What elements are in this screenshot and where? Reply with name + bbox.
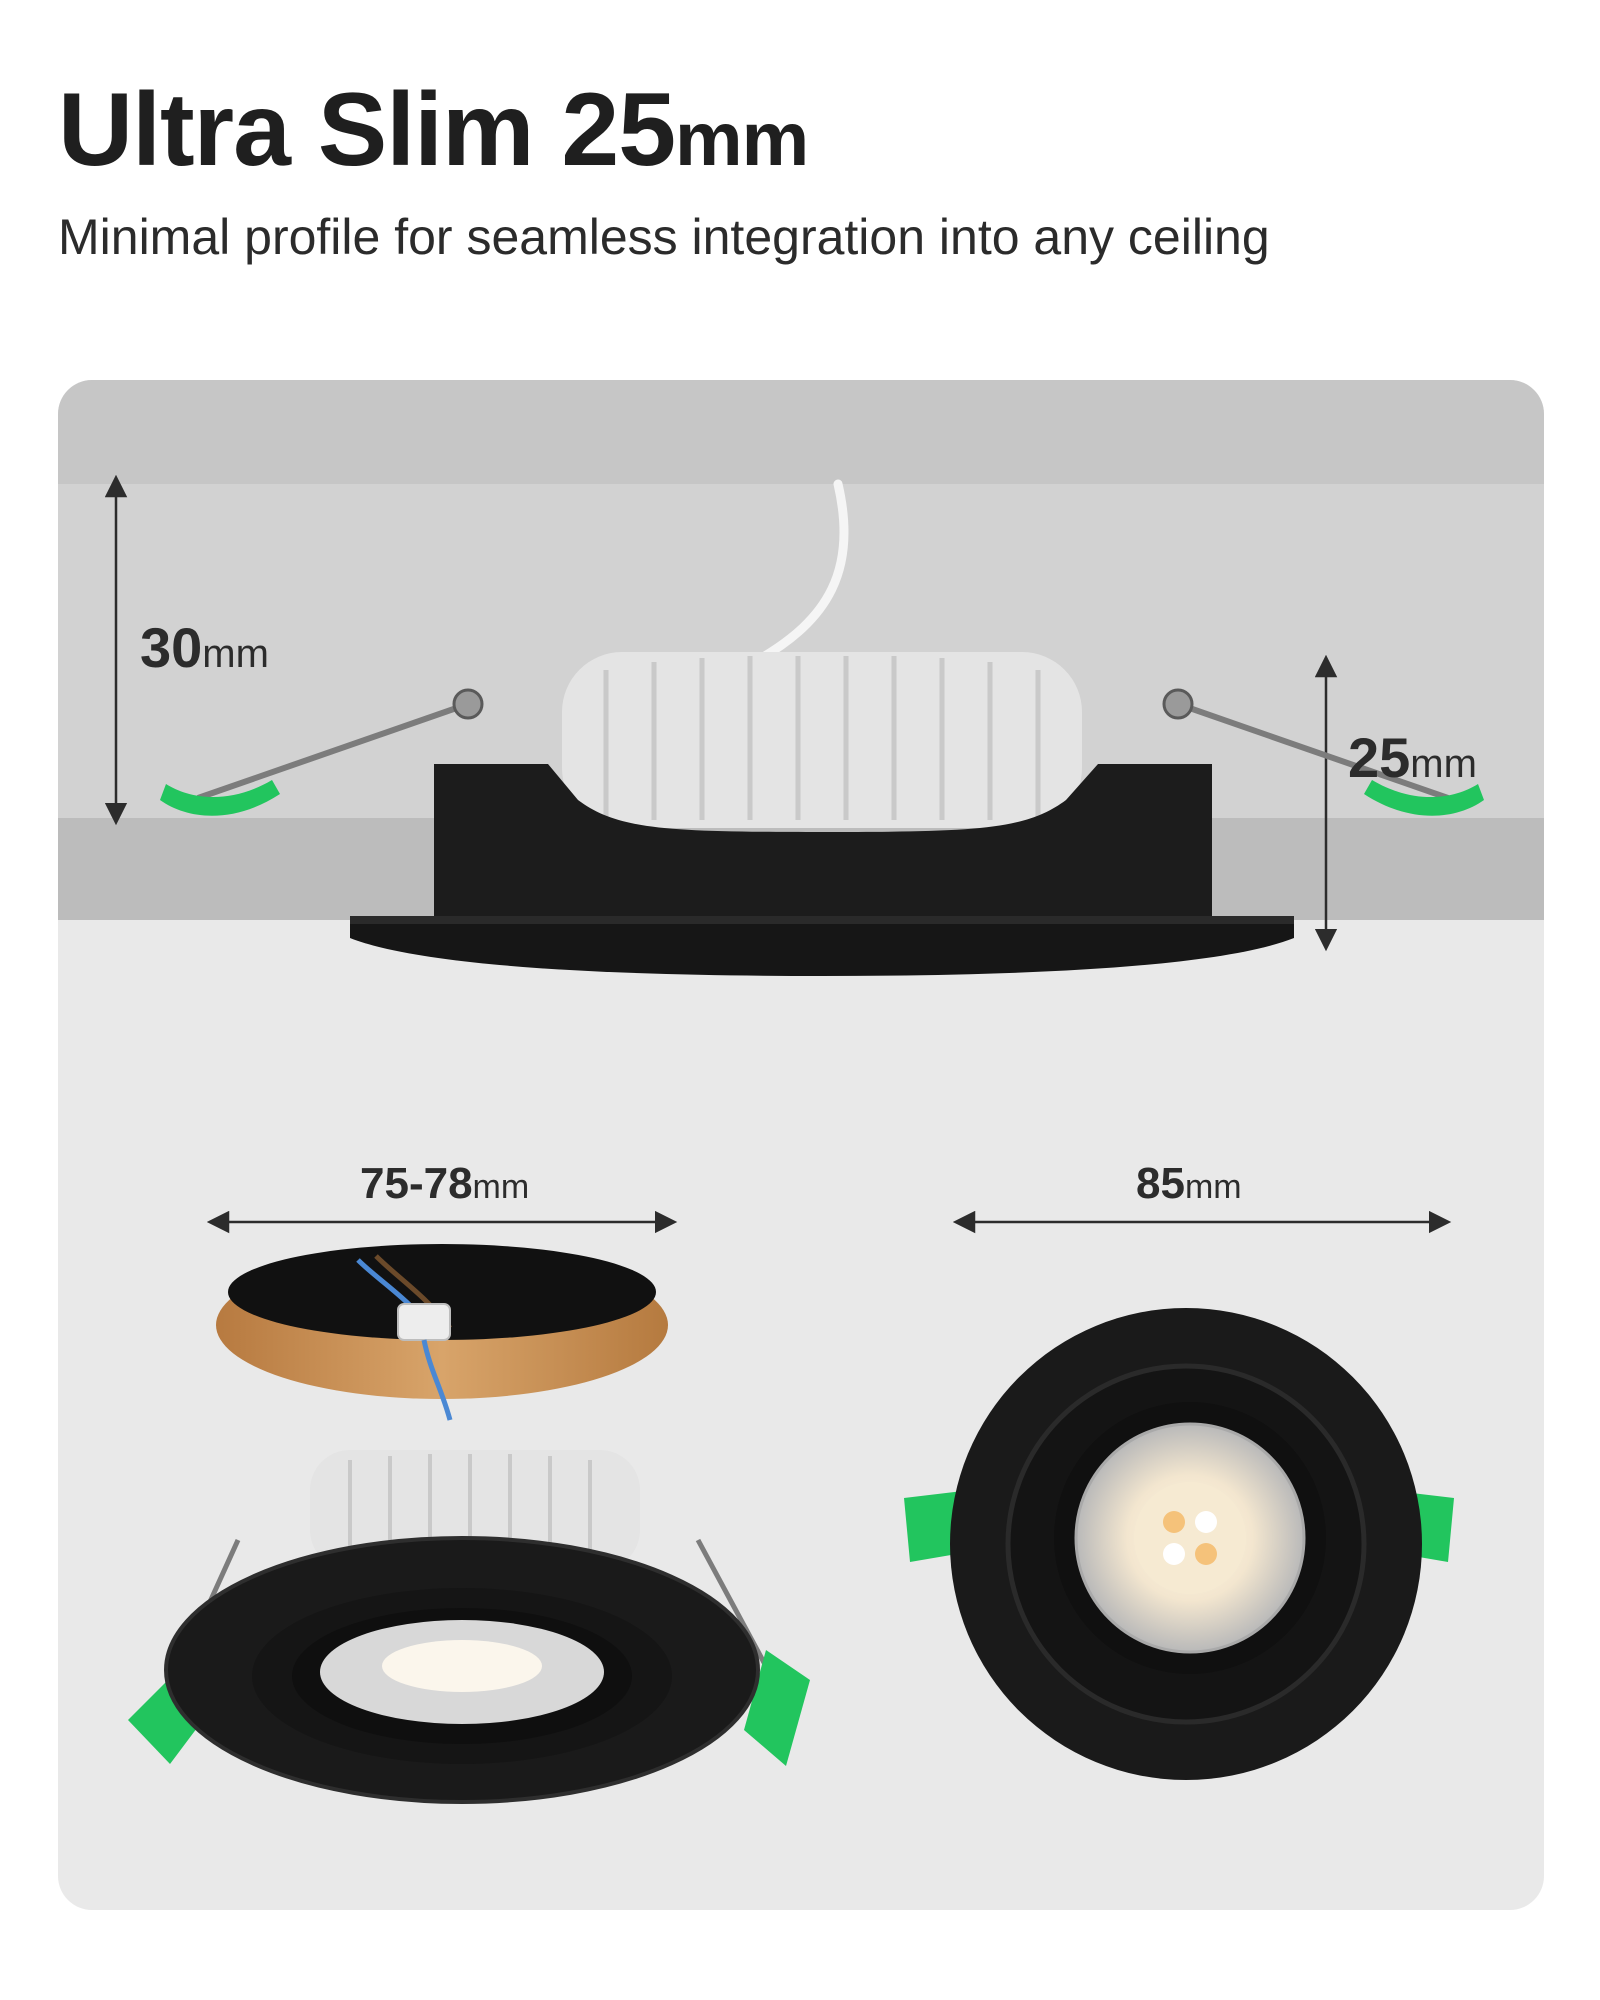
illustration-panel: 30mm 25mm 75-78mm 85mm xyxy=(58,380,1544,1910)
cavity-depth-label: 30mm xyxy=(140,620,269,676)
outer-diameter-value: 85 xyxy=(1136,1159,1185,1208)
right-clip-tab xyxy=(1364,780,1484,816)
product-height-unit: mm xyxy=(1410,742,1477,786)
page-subtitle: Minimal profile for seamless integration… xyxy=(58,209,1270,265)
cutout-diameter-label: 75-78mm xyxy=(360,1162,529,1206)
ceiling-cutout-hole xyxy=(216,1244,668,1421)
downlight-angled-view xyxy=(128,1450,810,1804)
outer-diameter-unit: mm xyxy=(1184,1168,1242,1206)
outer-diameter-label: 85mm xyxy=(1136,1162,1242,1206)
product-height-value: 25 xyxy=(1348,726,1411,789)
cutout-diameter-value: 75-78 xyxy=(360,1159,473,1208)
downlight-front-view xyxy=(904,1308,1454,1780)
cavity-depth-value: 30 xyxy=(140,616,203,679)
page-title: Ultra Slim 25mm xyxy=(58,78,809,182)
title-main: Ultra Slim 25 xyxy=(58,72,676,188)
led-chips xyxy=(1163,1511,1217,1565)
title-unit: mm xyxy=(675,97,809,182)
left-spring-clip xyxy=(160,688,484,816)
cutout-diameter-unit: mm xyxy=(472,1168,530,1206)
bottom-right-clip-tab xyxy=(744,1650,810,1766)
downlight-side-view xyxy=(160,479,1484,976)
product-height-label: 25mm xyxy=(1348,730,1477,786)
product-illustration xyxy=(104,474,1484,1804)
cavity-depth-unit: mm xyxy=(202,632,269,676)
right-spring-clip xyxy=(1162,688,1484,816)
ceiling-void xyxy=(58,380,1544,484)
left-clip-tab xyxy=(160,780,280,816)
